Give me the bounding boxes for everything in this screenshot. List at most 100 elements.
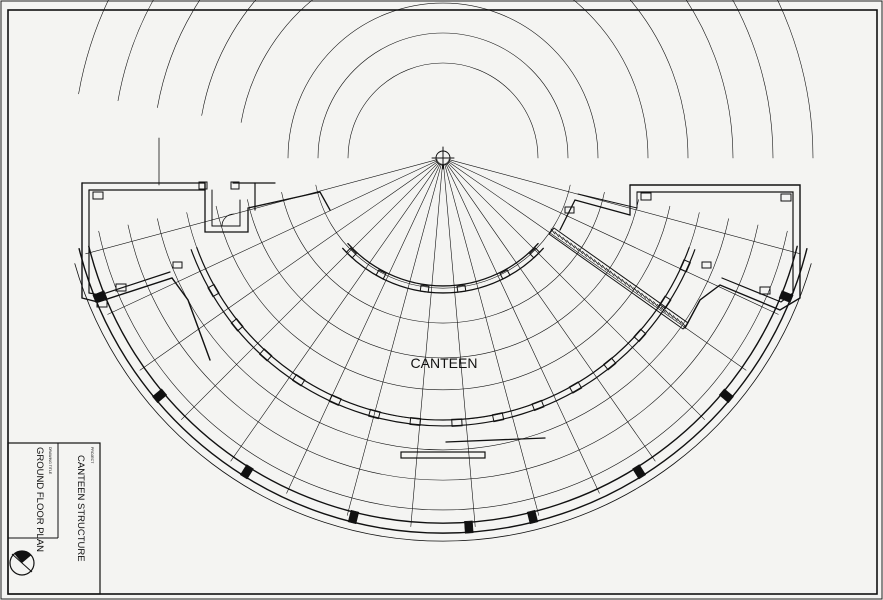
pier	[780, 193, 792, 202]
pier	[258, 348, 273, 362]
pier	[96, 299, 108, 308]
guide-arc-upper	[287, 2, 599, 159]
pier	[92, 191, 104, 200]
radial-grid-line	[410, 163, 443, 527]
pier	[451, 418, 463, 427]
counter-hatch	[578, 248, 583, 255]
drawing-title: GROUND FLOOR PLAN	[34, 447, 45, 552]
guide-arc-upper	[201, 0, 689, 159]
outer-wall-arc	[88, 245, 798, 524]
counter-hatch	[672, 315, 678, 322]
counter-hatch	[657, 303, 662, 310]
pier	[603, 357, 617, 371]
north-symbol	[9, 550, 35, 576]
pier	[456, 284, 467, 293]
right-wing-wall	[577, 191, 638, 209]
pier	[564, 206, 575, 214]
project-name: CANTEEN STRUCTURE	[75, 455, 86, 562]
guide-arc-upper	[317, 32, 569, 159]
room-label-canteen: CANTEEN	[411, 355, 478, 371]
counter-hatch	[601, 264, 607, 271]
counter-hatch	[582, 250, 587, 257]
counter-arc	[342, 247, 544, 294]
pier	[531, 399, 545, 412]
pier	[491, 412, 505, 423]
radial-grid-line	[446, 161, 705, 420]
pier	[328, 394, 342, 406]
pier	[419, 284, 430, 293]
pier	[759, 286, 771, 295]
pier	[409, 416, 422, 427]
column	[347, 509, 360, 525]
counter-hatch	[617, 276, 623, 282]
grid-arc	[247, 199, 639, 359]
counter-hatch	[641, 292, 646, 299]
grid-arc	[157, 218, 729, 451]
counter-hatch	[609, 270, 615, 277]
radial-grid-line	[448, 159, 801, 255]
pier	[568, 381, 583, 394]
title-block-frame	[7, 442, 101, 595]
counter-hatch	[645, 295, 650, 302]
door-swing	[221, 213, 235, 227]
radial-grid-line	[230, 162, 440, 462]
left-wing-wall	[88, 189, 171, 296]
radial-grid-line	[446, 162, 656, 462]
counter-hatch	[637, 290, 643, 296]
radial-grid-line	[448, 160, 779, 315]
radial-grid-line	[85, 159, 438, 255]
pier	[375, 269, 387, 280]
project-caption: PROJECT	[90, 447, 94, 464]
title-block: PROJECT CANTEEN STRUCTURE DRAWING TITLE …	[7, 442, 101, 595]
pier	[115, 283, 127, 292]
counter-hatch	[605, 267, 611, 274]
counter-arc	[347, 242, 539, 287]
counter-line	[445, 437, 546, 443]
radial-grid-line	[445, 163, 600, 494]
counter-hatch	[649, 298, 654, 305]
toilet-wall	[211, 189, 241, 227]
serving-counter	[548, 227, 689, 330]
counter-hatch	[668, 312, 674, 319]
counter-hatch	[661, 306, 666, 313]
grid-arc	[127, 224, 759, 481]
left-wing-wall	[81, 182, 211, 361]
inner-border	[7, 9, 878, 595]
radial-grid-line	[107, 160, 438, 315]
pier	[368, 408, 381, 420]
column	[718, 388, 734, 404]
counter-hatch	[586, 253, 591, 260]
counter-hatch	[562, 236, 568, 243]
counter-hatch	[570, 242, 576, 249]
pier	[701, 261, 712, 269]
counter-hatch	[676, 317, 682, 324]
right-wing-wall	[629, 184, 801, 329]
counter-hatch	[558, 234, 564, 241]
counter-hatch	[664, 309, 670, 316]
counter-hatch	[633, 287, 639, 294]
pier	[499, 269, 511, 280]
radial-grid-line	[139, 161, 439, 371]
radial-grid-line	[444, 163, 540, 516]
radial-grid-line	[346, 163, 442, 516]
counter-hatch	[566, 239, 572, 246]
outer-wall-arc	[74, 263, 812, 542]
radial-grid-line	[443, 163, 476, 527]
column	[239, 464, 254, 480]
counter-hatch	[597, 262, 603, 268]
radial-grid-line	[447, 161, 747, 371]
column	[464, 520, 474, 534]
pier	[658, 295, 672, 310]
pier	[172, 261, 183, 269]
counter-hatch	[550, 228, 556, 235]
guide-arc-upper	[157, 0, 734, 159]
column	[778, 290, 794, 303]
drawing-caption: DRAWING TITLE	[48, 447, 52, 475]
guide-arc-upper	[347, 62, 539, 159]
counter-hatch	[590, 256, 595, 263]
outer-wall-arc	[78, 248, 808, 534]
counter-hatch	[629, 284, 635, 291]
pier	[640, 192, 652, 201]
